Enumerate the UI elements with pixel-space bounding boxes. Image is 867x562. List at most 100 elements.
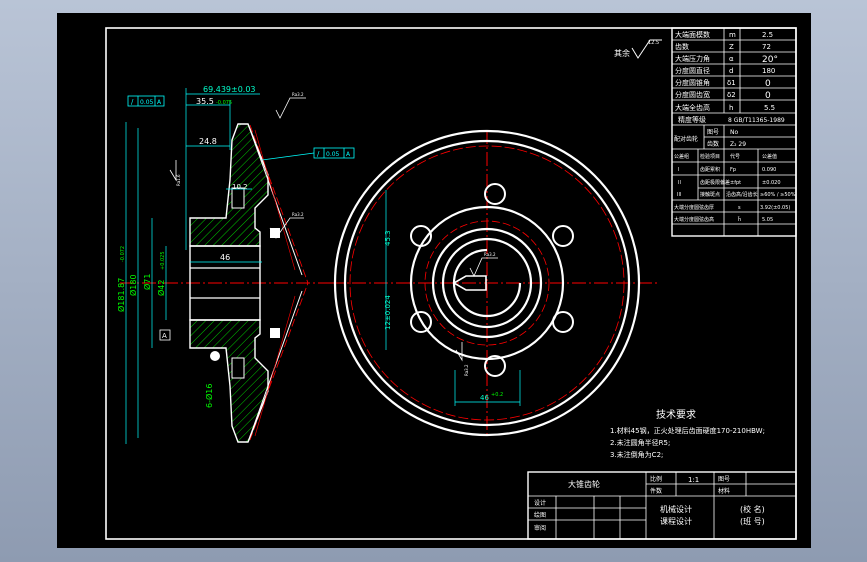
dim-face-width[interactable]: 69.439±0.03 <box>203 85 256 94</box>
svg-text:h̄: h̄ <box>738 216 741 223</box>
svg-text:精度等级: 精度等级 <box>678 115 706 124</box>
svg-text:检验项目: 检验项目 <box>700 153 720 160</box>
web-hole-lower <box>231 357 245 379</box>
fillet-mark <box>210 351 220 361</box>
bolt-holes <box>410 183 574 377</box>
hub-inner-circle <box>441 237 533 329</box>
dim-keyway-w[interactable]: 12±0.024 <box>384 295 392 330</box>
keyway-slot <box>452 275 487 291</box>
svg-text:设计: 设计 <box>534 499 546 507</box>
svg-text:审阅: 审阅 <box>534 524 546 532</box>
svg-text:Ra3.2: Ra3.2 <box>292 92 304 97</box>
svg-text:72: 72 <box>762 43 771 51</box>
svg-text:代号: 代号 <box>730 153 740 160</box>
section-lower-hatch <box>189 319 269 443</box>
dim-od-181[interactable]: Ø181.87 <box>116 278 126 312</box>
svg-text:沿齿高/沿齿长: 沿齿高/沿齿长 <box>726 191 758 198</box>
svg-text:其余: 其余 <box>614 48 630 58</box>
svg-text:δ1: δ1 <box>727 79 736 87</box>
pitch-cone-line-top <box>249 124 309 284</box>
svg-text:大端全齿高: 大端全齿高 <box>675 103 710 112</box>
roughness-note: 其余 12.5 <box>614 39 662 59</box>
svg-text:m: m <box>729 31 736 39</box>
svg-text:0.05: 0.05 <box>140 99 154 106</box>
runout-frame-1[interactable]: / 0.05 A <box>127 95 165 107</box>
svg-text:0.090: 0.090 <box>762 167 776 173</box>
svg-text:齿距极限偏差: 齿距极限偏差 <box>700 179 730 186</box>
svg-text:h: h <box>729 104 733 112</box>
svg-text:20°: 20° <box>762 55 778 65</box>
svg-text:α: α <box>729 55 734 63</box>
svg-text:/: / <box>131 98 134 106</box>
svg-text:Ra3.2: Ra3.2 <box>484 252 496 257</box>
svg-text:Fp: Fp <box>730 167 736 173</box>
svg-text:技术要求: 技术要求 <box>656 408 696 421</box>
svg-text:分度圆直径: 分度圆直径 <box>675 66 710 75</box>
dim-35-5-tol: -0.075 <box>216 100 232 106</box>
dim-10-2[interactable]: 10.2 <box>232 183 248 191</box>
section-upper-hatch <box>189 123 269 247</box>
section-view[interactable]: 69.439±0.03 35.5 -0.075 24.8 10.2 46 Ø18… <box>116 85 355 444</box>
svg-text:180: 180 <box>762 67 775 75</box>
pitch-circle <box>349 145 625 421</box>
svg-text:II: II <box>678 180 681 186</box>
front-view[interactable]: 45.3 12±0.024 46 +0.2 Ra3.2 Ra3.2 <box>330 129 660 437</box>
svg-text:材料: 材料 <box>718 487 730 495</box>
svg-text:配对齿轮: 配对齿轮 <box>674 135 698 143</box>
svg-text:3.92(±0.05): 3.92(±0.05) <box>760 205 790 211</box>
svg-text:绘图: 绘图 <box>534 511 546 519</box>
dim-46[interactable]: 46 <box>220 253 230 262</box>
technical-requirements: 技术要求 1.材料45钢，正火处理后齿面硬度170-210HBW; 2.未注圆角… <box>610 408 765 459</box>
svg-text:1:1: 1:1 <box>688 476 699 484</box>
dim-bolt-pcd[interactable]: 46 <box>480 394 489 402</box>
svg-text:图号: 图号 <box>707 129 719 136</box>
tip-circle <box>343 139 631 427</box>
svg-text:≥60% / ≥50%: ≥60% / ≥50% <box>760 192 796 198</box>
dim-42[interactable]: Ø42 <box>156 280 166 296</box>
svg-text:比例: 比例 <box>650 475 662 483</box>
dim-71[interactable]: Ø71 <box>142 274 152 290</box>
svg-text:大端分度圆弦齿高: 大端分度圆弦齿高 <box>674 216 714 223</box>
svg-text:(校 名): (校 名) <box>740 504 765 514</box>
dim-35-5[interactable]: 35.5 <box>196 97 214 106</box>
roughness-symbol-4: Ra3.2 <box>469 252 498 277</box>
svg-text:0: 0 <box>765 79 771 89</box>
bore-circle <box>452 248 522 318</box>
svg-text:齿数: 齿数 <box>675 42 689 51</box>
title-block[interactable]: 大锥齿轮 比例 1:1 图号 件数 材料 设计 绘图 审阅 机械设计 课程设计 … <box>527 471 797 540</box>
svg-text:接触斑点: 接触斑点 <box>700 191 720 198</box>
svg-text:Ra1.6: Ra1.6 <box>176 174 181 186</box>
root-cone-bottom <box>254 295 296 437</box>
datum-a[interactable]: A <box>159 329 171 341</box>
svg-text:齿距累积: 齿距累积 <box>700 166 720 173</box>
roughness-symbol-1: Ra3.2 <box>275 92 306 119</box>
outer-circle <box>333 129 641 437</box>
dim-42-tol: +0.025 <box>160 251 166 270</box>
chamfer-mark-bottom <box>270 328 280 338</box>
dim-keyway-h[interactable]: 45.3 <box>384 230 392 246</box>
svg-text:12.5: 12.5 <box>648 40 659 46</box>
hub-outer-circle <box>431 227 543 339</box>
svg-text:Z: Z <box>729 43 734 51</box>
svg-text:I: I <box>678 167 679 173</box>
svg-text:2.未注圆角半径R5;: 2.未注圆角半径R5; <box>610 438 670 447</box>
dim-holes[interactable]: 6-Ø16 <box>204 384 214 408</box>
part-name[interactable]: 大锥齿轮 <box>568 479 600 489</box>
svg-text:大端压力角: 大端压力角 <box>675 54 710 63</box>
drawing-border <box>105 27 797 540</box>
svg-text:d: d <box>729 67 733 75</box>
svg-text:A: A <box>346 151 351 158</box>
svg-text:III: III <box>677 192 681 198</box>
roughness-symbol-3: Ra3.2 <box>269 212 304 239</box>
svg-text:δ2: δ2 <box>727 91 736 99</box>
runout-frame-2[interactable]: / 0.05 A <box>261 147 355 161</box>
svg-text:±0.020: ±0.020 <box>762 180 781 186</box>
dim-180[interactable]: Ø180 <box>128 274 138 296</box>
dim-24-8[interactable]: 24.8 <box>199 137 217 146</box>
svg-text:分度圆齿宽: 分度圆齿宽 <box>675 90 710 99</box>
svg-text:No: No <box>730 129 738 136</box>
roughness-symbol-2: Ra1.6 <box>169 160 181 186</box>
gear-parameter-table[interactable]: 大端面模数 m 2.5 齿数 Z 72 大端压力角 α 20° 分度圆直径 d … <box>671 27 797 237</box>
